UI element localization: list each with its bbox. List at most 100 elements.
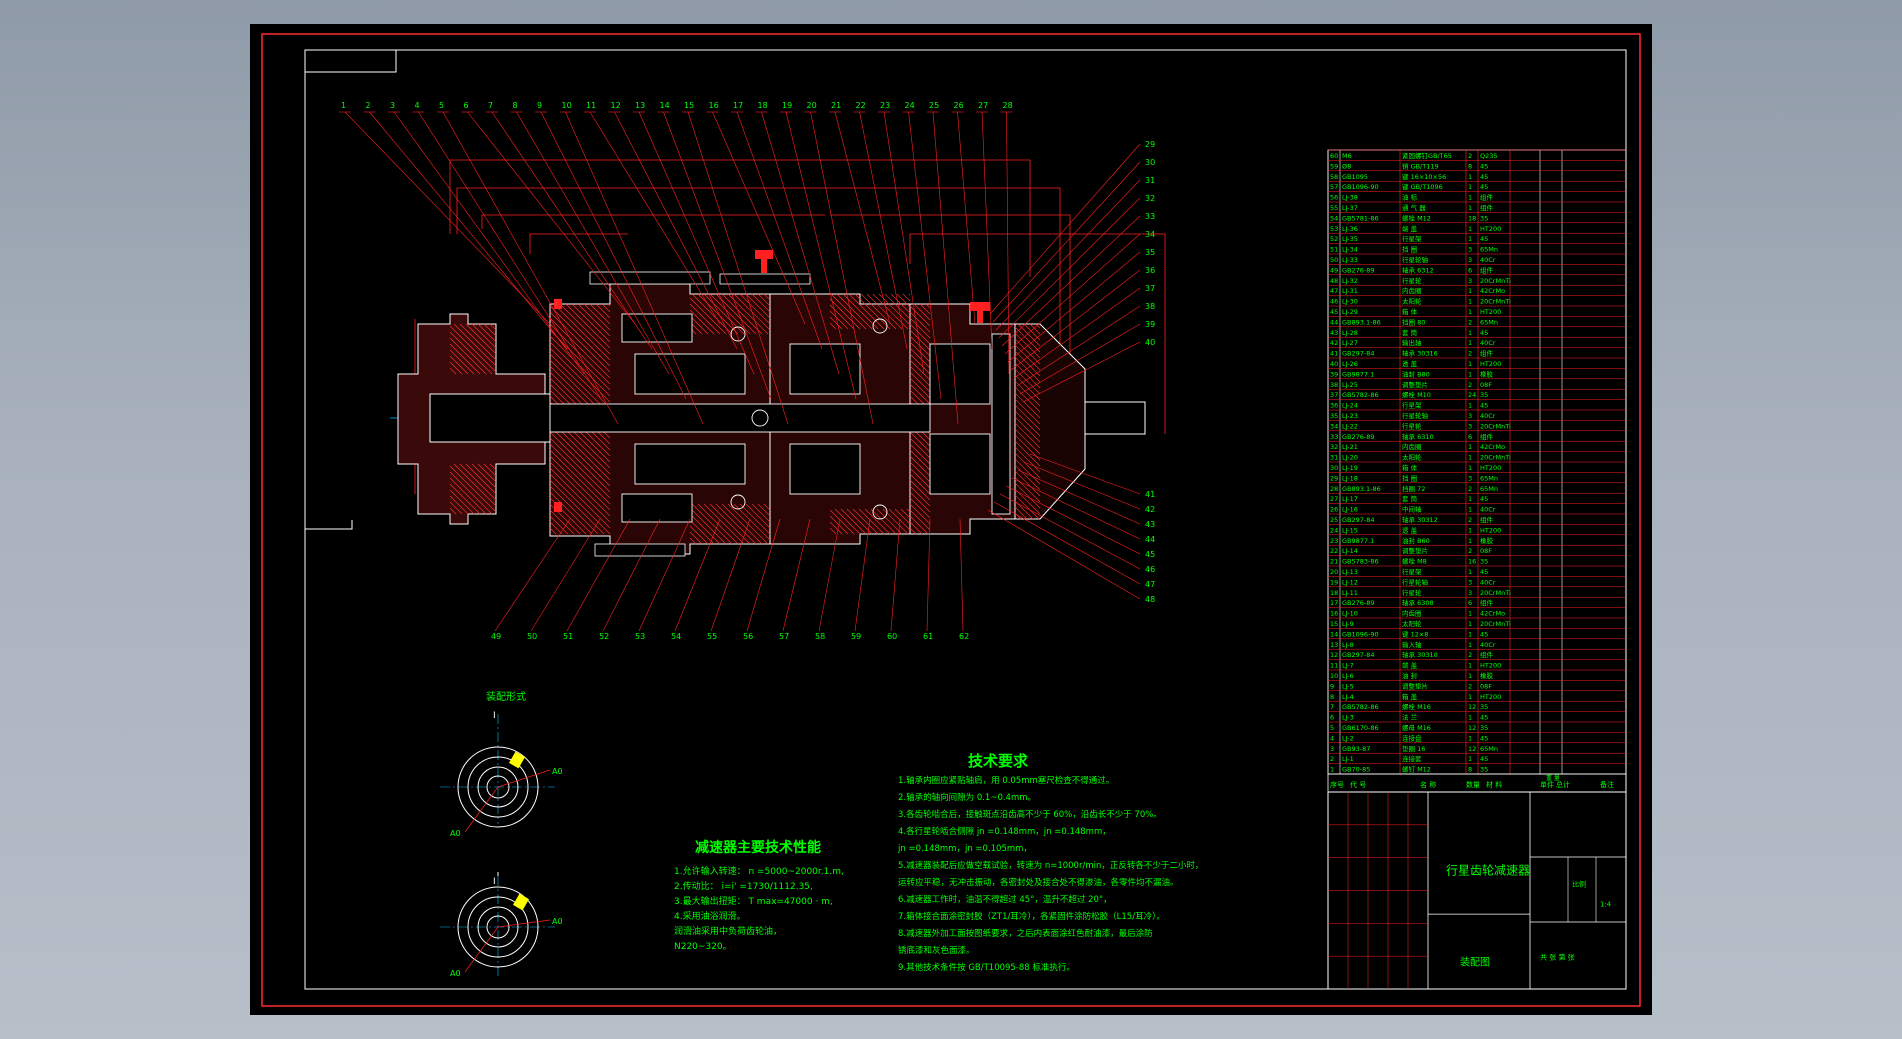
parts-cell: GB893.1-86 bbox=[1342, 485, 1381, 493]
parts-cell: 行星轮 bbox=[1402, 421, 1422, 430]
parts-cell: 42CrMo bbox=[1480, 610, 1505, 618]
balloon-number: 40 bbox=[1145, 338, 1155, 347]
balloon-number: 22 bbox=[856, 101, 866, 110]
requirement-line: 4.各行星轮啮合侧隙 jn =0.148mm，jn =0.148mm， bbox=[898, 826, 1111, 837]
parts-cell: 16 bbox=[1330, 610, 1338, 618]
parts-cell: 橡胶 bbox=[1480, 671, 1494, 680]
parts-cell: LJ-9 bbox=[1342, 620, 1354, 628]
outer-border bbox=[261, 33, 1641, 1007]
parts-cell: 轴承 30310 bbox=[1402, 650, 1438, 659]
top-bolt-row-2 bbox=[719, 273, 811, 285]
balloon-number: 4 bbox=[415, 101, 420, 110]
small-view-1[interactable]: 装配形式 A0 A0 bbox=[440, 690, 563, 838]
svg-text:A0: A0 bbox=[552, 917, 563, 926]
small-view-2[interactable]: A0 A0 I I bbox=[440, 711, 563, 979]
parts-cell: 55 bbox=[1330, 204, 1338, 212]
parts-cell: 调整垫片 bbox=[1402, 546, 1428, 555]
perf-line: 1.允许输入转速： n =5000~2000r.1.m, bbox=[674, 865, 844, 877]
dim-outline-6 bbox=[909, 233, 1166, 434]
planet-gear-3b bbox=[929, 433, 991, 495]
parts-cell: GB5782-86 bbox=[1342, 391, 1379, 399]
parts-cell: 45 bbox=[1330, 308, 1338, 316]
planet-gear-2 bbox=[789, 343, 861, 395]
parts-cell: 键 16×10×56 bbox=[1402, 172, 1446, 181]
parts-cell: 1 bbox=[1468, 287, 1472, 295]
oil-plug-icon[interactable] bbox=[970, 302, 990, 323]
parts-cell: 行星架 bbox=[1402, 401, 1422, 410]
parts-cell: 挡圈 80 bbox=[1402, 317, 1425, 326]
parts-cell: 键 GB/T1096 bbox=[1402, 182, 1443, 191]
parts-cell: 端 盖 bbox=[1402, 224, 1418, 233]
requirement-line: 锈底漆和灰色面漆。 bbox=[898, 945, 975, 956]
parts-cell: 1 bbox=[1468, 360, 1472, 368]
balloon-number: 1 bbox=[341, 101, 346, 110]
balloon-number: 5 bbox=[439, 101, 444, 110]
parts-cell: 45 bbox=[1480, 162, 1488, 170]
parts-cell: 1 bbox=[1468, 308, 1472, 316]
parts-cell: 40Cr bbox=[1480, 339, 1496, 347]
parts-cell: GB1096-90 bbox=[1342, 630, 1379, 638]
parts-cell: 太阳轮 bbox=[1402, 619, 1422, 628]
parts-cell: 法 兰 bbox=[1402, 713, 1418, 722]
parts-cell: 组件 bbox=[1480, 598, 1494, 607]
balloon-number: 32 bbox=[1145, 194, 1155, 203]
balloon-number: 14 bbox=[660, 101, 670, 110]
parts-cell: 组件 bbox=[1480, 432, 1494, 441]
parts-cell: LJ-7 bbox=[1342, 662, 1354, 670]
balloon-number: 43 bbox=[1145, 520, 1155, 529]
requirement-line: 7.箱体接合面涂密封胶（ZT1/耳冷），各紧固件涂防松胶（L15/耳冷）。 bbox=[898, 911, 1165, 922]
balloon-number: 17 bbox=[733, 101, 743, 110]
parts-cell: 41 bbox=[1330, 350, 1338, 358]
svg-text:A0: A0 bbox=[552, 767, 563, 776]
parts-cell: 螺母 M16 bbox=[1402, 723, 1431, 732]
parts-cell: 44 bbox=[1330, 318, 1338, 326]
parts-cell: 45 bbox=[1480, 630, 1488, 638]
perf-line: 2.传动比： i=i' =1730/1112.35, bbox=[674, 880, 813, 892]
parts-cell: 组件 bbox=[1480, 193, 1494, 202]
balloon-number: 53 bbox=[635, 632, 645, 641]
parts-cell: LJ-2 bbox=[1342, 734, 1354, 742]
balloon-number: 11 bbox=[586, 101, 596, 110]
parts-cell: 49 bbox=[1330, 266, 1338, 274]
balloon-number: 15 bbox=[684, 101, 694, 110]
parts-header-cell: 名 称 bbox=[1420, 780, 1436, 789]
parts-cell: 20CrMnTi bbox=[1480, 454, 1511, 462]
balloon-number: 54 bbox=[671, 632, 681, 641]
parts-cell: 18 bbox=[1468, 214, 1476, 222]
parts-cell: 40Cr bbox=[1480, 412, 1496, 420]
balloon-number: 42 bbox=[1145, 505, 1155, 514]
parts-cell: 1 bbox=[1468, 204, 1472, 212]
requirement-line: 6.减速器工作时，油温不得超过 45°，温升不超过 20°， bbox=[898, 894, 1112, 905]
parts-cell: GB297-84 bbox=[1342, 350, 1375, 358]
bearing-d bbox=[872, 504, 888, 520]
parts-cell: 行星轮轴 bbox=[1402, 255, 1429, 264]
parts-cell: 2 bbox=[1468, 381, 1472, 389]
ring-gear-1 bbox=[621, 313, 693, 343]
parts-cell: 59 bbox=[1330, 162, 1338, 170]
balloon-number: 57 bbox=[779, 632, 789, 641]
requirement-line: 运转应平稳，无冲击振动，各密封处及接合处不得渗油，各零件均不漏油。 bbox=[898, 877, 1179, 888]
parts-cell: 行星轮轴 bbox=[1402, 411, 1429, 420]
parts-cell: 透 盖 bbox=[1402, 525, 1418, 534]
parts-cell: 油封 B80 bbox=[1402, 369, 1430, 378]
parts-cell: 2 bbox=[1468, 318, 1472, 326]
parts-cell: 47 bbox=[1330, 287, 1338, 295]
perf-line: N220~320。 bbox=[674, 942, 732, 952]
parts-cell: LJ-14 bbox=[1342, 547, 1358, 555]
perf-title: 减速器主要技术性能 bbox=[695, 839, 821, 856]
vent-cap-icon[interactable] bbox=[755, 250, 773, 273]
balloon-number: 19 bbox=[782, 101, 792, 110]
parts-cell: 组件 bbox=[1480, 650, 1494, 659]
parts-cell: 52 bbox=[1330, 235, 1338, 243]
parts-cell: 4 bbox=[1330, 734, 1334, 742]
balloon-number: 26 bbox=[954, 101, 964, 110]
parts-cell: 12 bbox=[1468, 745, 1476, 753]
parts-cell: 57 bbox=[1330, 183, 1338, 191]
planet-gear-2b bbox=[789, 443, 861, 495]
parts-cell: 螺栓 M12 bbox=[1402, 213, 1431, 222]
